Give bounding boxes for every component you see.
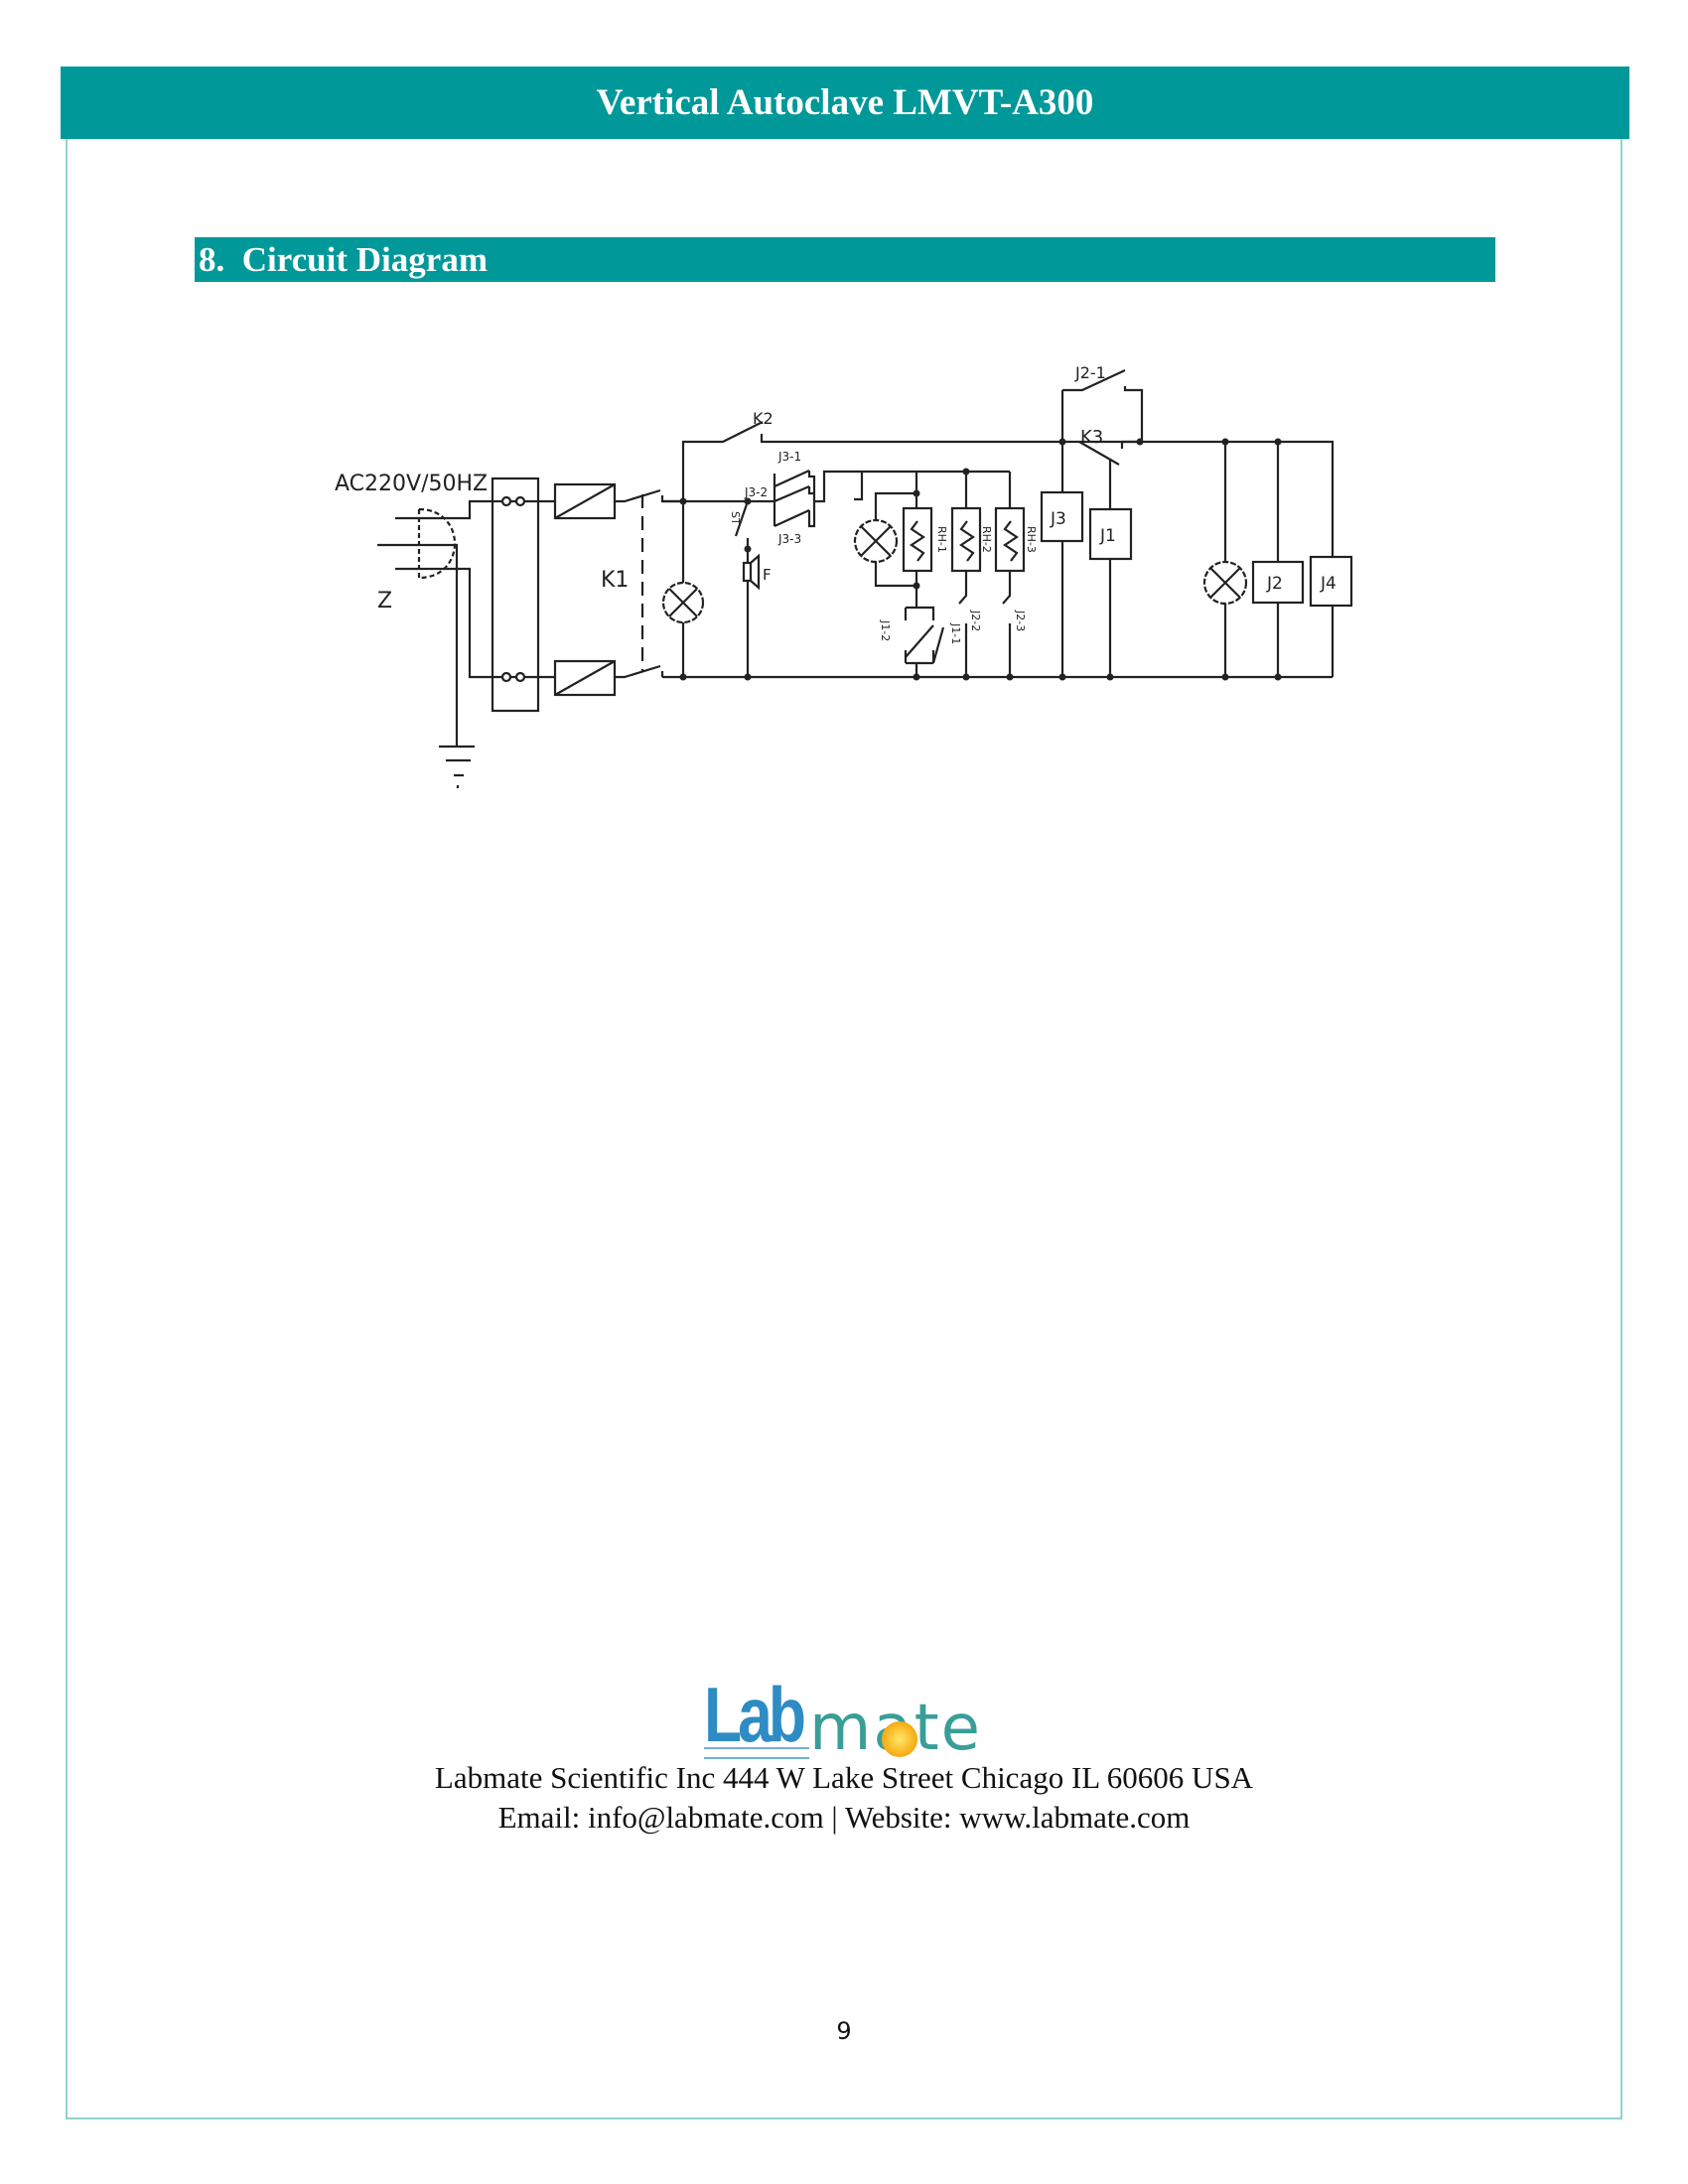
page-border — [66, 139, 1622, 2119]
label-j3-2: J3-2 — [744, 485, 768, 499]
label-st: ST — [729, 511, 742, 525]
labmate-logo: Lab mate — [700, 1671, 998, 1765]
j3-contacts — [773, 469, 1010, 528]
label-rh-3: RH-3 — [1025, 526, 1038, 553]
footer-contact: Email: info@labmate.com | Website: www.l… — [497, 1800, 1191, 1835]
label-buzzer: F — [763, 566, 772, 584]
ground-symbol — [439, 745, 475, 788]
label-j2-1: J2-1 — [1074, 363, 1106, 382]
label-j1-1: J1-1 — [949, 622, 962, 644]
section-heading: 8. Circuit Diagram — [195, 237, 1495, 282]
fuse-lower — [553, 659, 617, 697]
indicator-lamp-1 — [661, 501, 705, 677]
label-k3: K3 — [1080, 427, 1103, 448]
label-k2: K2 — [753, 409, 774, 428]
label-rh-2: RH-2 — [980, 526, 993, 553]
label-j4: J4 — [1320, 574, 1336, 594]
label-power: AC220V/50HZ — [335, 472, 488, 496]
footer-address: Labmate Scientific Inc 444 W Lake Street… — [434, 1760, 1254, 1795]
logo-lab: Lab — [704, 1671, 806, 1758]
label-j2-3: J2-3 — [1014, 610, 1027, 631]
page-number: 9 — [836, 2017, 852, 2045]
label-j3-3: J3-3 — [777, 532, 801, 546]
logo-underline — [704, 1747, 809, 1759]
fuse-upper — [553, 482, 617, 520]
label-j3-1: J3-1 — [777, 450, 801, 464]
thermostat-buzzer-branch — [734, 500, 761, 677]
label-j1-2: J1-2 — [879, 619, 892, 641]
label-j2: J2 — [1266, 574, 1283, 594]
junction-dots — [679, 497, 1282, 681]
k2-switch — [681, 421, 1140, 501]
page-header: Vertical Autoclave LMVT-A300 — [61, 67, 1629, 139]
label-j3: J3 — [1050, 509, 1066, 529]
label-j2-2: J2-2 — [969, 610, 982, 631]
document-title: Vertical Autoclave LMVT-A300 — [596, 82, 1094, 123]
label-j1: J1 — [1099, 526, 1116, 546]
label-rh-1: RH-1 — [935, 526, 948, 553]
power-plug — [377, 499, 492, 747]
relay-branch — [1040, 369, 1335, 677]
heater-branch — [853, 468, 1026, 677]
label-k1: K1 — [601, 568, 629, 593]
terminal-block — [491, 477, 555, 713]
right-loads — [1058, 438, 1353, 677]
sun-icon — [882, 1721, 917, 1757]
label-plug: Z — [377, 589, 392, 614]
